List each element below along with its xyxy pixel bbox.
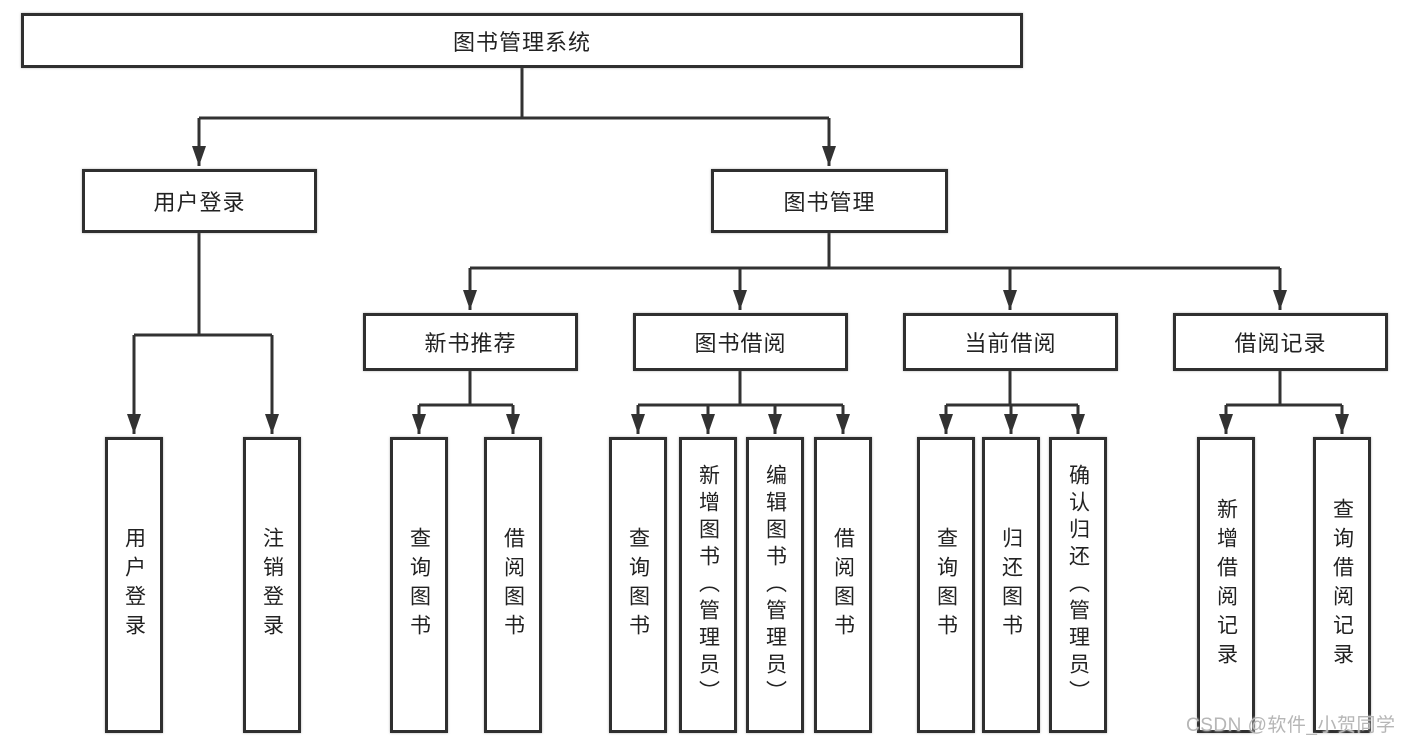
leaf-borrow-borrow-books-label: 借阅图书: [831, 527, 855, 643]
leaf-current-query-books-label: 查询图书: [934, 527, 958, 643]
node-user-login: 用户登录: [82, 169, 317, 233]
node-book-management-label: 图书管理: [783, 190, 876, 215]
node-current-borrow: 当前借阅: [903, 313, 1118, 371]
leaf-borrow-edit-books-admin-label: 编辑图书（管理员）: [763, 463, 787, 707]
leaf-current-confirm-return-admin: 确认归还（管理员）: [1049, 437, 1107, 733]
node-root: 图书管理系统: [21, 13, 1023, 68]
leaf-borrow-edit-books-admin: 编辑图书（管理员）: [746, 437, 804, 733]
leaf-recommend-query-books-label: 查询图书: [407, 527, 431, 643]
leaf-borrow-add-books-admin: 新增图书（管理员）: [679, 437, 737, 733]
leaf-borrow-add-books-admin-label: 新增图书（管理员）: [696, 463, 720, 707]
node-user-login-label: 用户登录: [153, 190, 246, 215]
leaf-borrow-query-books: 查询图书: [609, 437, 667, 733]
leaf-recommend-borrow-books-label: 借阅图书: [501, 527, 525, 643]
node-new-book-recommend-label: 新书推荐: [424, 331, 517, 356]
leaf-borrow-borrow-books: 借阅图书: [814, 437, 872, 733]
leaf-logout-label: 注销登录: [260, 527, 284, 643]
leaf-current-return-books-label: 归还图书: [999, 527, 1023, 643]
node-root-label: 图书管理系统: [452, 29, 591, 55]
node-borrow-records-label: 借阅记录: [1234, 331, 1327, 356]
node-borrow-records: 借阅记录: [1173, 313, 1388, 371]
leaf-records-query-record: 查询借阅记录: [1313, 437, 1371, 733]
leaf-logout: 注销登录: [243, 437, 301, 733]
node-current-borrow-label: 当前借阅: [964, 331, 1057, 356]
node-book-borrow: 图书借阅: [633, 313, 848, 371]
leaf-recommend-query-books: 查询图书: [390, 437, 448, 733]
leaf-user-login-label: 用户登录: [122, 527, 146, 643]
leaf-user-login: 用户登录: [105, 437, 163, 733]
leaf-borrow-query-books-label: 查询图书: [626, 527, 650, 643]
leaf-current-confirm-return-admin-label: 确认归还（管理员）: [1066, 463, 1090, 707]
csdn-watermark: CSDN @软件_小贺同学: [1186, 715, 1396, 736]
leaf-current-return-books: 归还图书: [982, 437, 1040, 733]
leaf-recommend-borrow-books: 借阅图书: [484, 437, 542, 733]
leaf-records-add-record: 新增借阅记录: [1197, 437, 1255, 733]
leaf-records-query-record-label: 查询借阅记录: [1330, 498, 1354, 672]
leaf-current-query-books: 查询图书: [917, 437, 975, 733]
node-new-book-recommend: 新书推荐: [363, 313, 578, 371]
leaf-records-add-record-label: 新增借阅记录: [1214, 498, 1238, 672]
node-book-borrow-label: 图书借阅: [694, 331, 787, 356]
node-book-management: 图书管理: [711, 169, 948, 233]
